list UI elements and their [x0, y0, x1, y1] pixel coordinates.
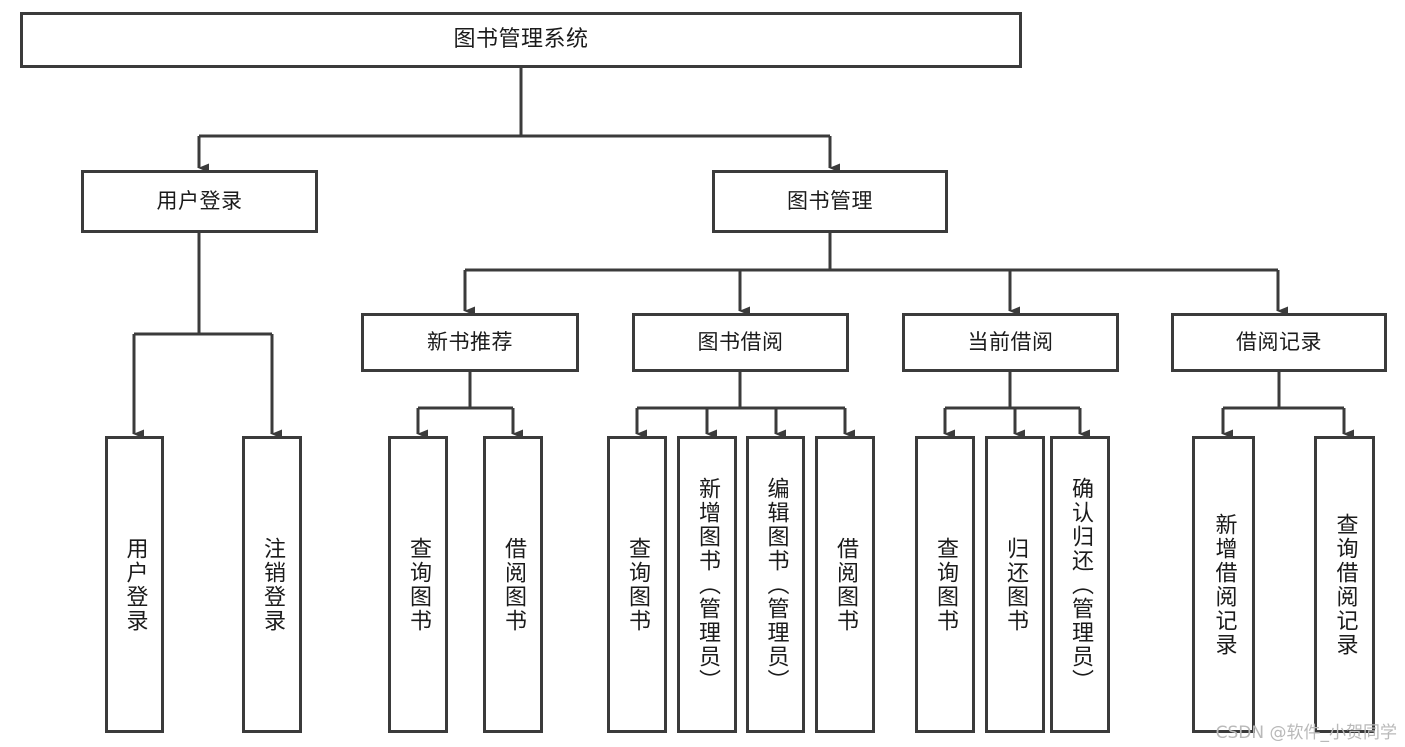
leaf-node[interactable]: 借阅图书 [483, 436, 543, 733]
connector-group [132, 68, 1354, 439]
leaf-node[interactable]: 查询图书 [388, 436, 448, 733]
node-book-management[interactable]: 图书管理 [712, 170, 948, 233]
leaf-node-label: 新增借阅记录 [1211, 512, 1237, 657]
leaf-node[interactable]: 归还图书 [985, 436, 1045, 733]
leaf-node[interactable]: 新增借阅记录 [1192, 436, 1255, 733]
leaf-node-label: 新增图书（管理员） [694, 476, 720, 693]
node-new-book-recommend-label: 新书推荐 [427, 329, 513, 354]
node-borrow-record-label: 借阅记录 [1236, 329, 1322, 354]
leaf-node[interactable]: 编辑图书（管理员） [746, 436, 805, 733]
node-book-borrow-label: 图书借阅 [697, 329, 784, 354]
node-user-login[interactable]: 用户登录 [81, 170, 318, 233]
leaf-node-label: 编辑图书（管理员） [763, 476, 789, 693]
leaf-node[interactable]: 借阅图书 [815, 436, 875, 733]
node-current-borrow-label: 当前借阅 [967, 329, 1054, 354]
node-book-management-label: 图书管理 [787, 188, 873, 213]
leaf-node[interactable]: 查询图书 [607, 436, 667, 733]
node-current-borrow[interactable]: 当前借阅 [902, 313, 1119, 372]
watermark-csdn: CSDN @软件_小贺同学 [1215, 723, 1397, 743]
leaf-node-label: 归还图书 [1002, 536, 1028, 633]
node-book-borrow[interactable]: 图书借阅 [632, 313, 849, 372]
leaf-node[interactable]: 用户登录 [105, 436, 164, 733]
node-new-book-recommend[interactable]: 新书推荐 [361, 313, 579, 372]
node-borrow-record[interactable]: 借阅记录 [1171, 313, 1387, 372]
node-user-login-label: 用户登录 [156, 188, 243, 213]
leaf-node-label: 借阅图书 [832, 536, 858, 633]
leaf-node[interactable]: 确认归还（管理员） [1050, 436, 1110, 733]
leaf-node-label: 注销登录 [259, 536, 285, 633]
leaf-node[interactable]: 注销登录 [242, 436, 302, 733]
leaf-node[interactable]: 查询图书 [915, 436, 975, 733]
leaf-node-label: 查询图书 [405, 536, 431, 633]
leaf-node-label: 查询图书 [624, 536, 650, 633]
node-root-label: 图书管理系统 [453, 26, 589, 52]
node-root[interactable]: 图书管理系统 [20, 12, 1022, 68]
leaf-node[interactable]: 查询借阅记录 [1314, 436, 1375, 733]
leaf-node-label: 查询图书 [932, 536, 958, 633]
leaf-node-label: 确认归还（管理员） [1067, 476, 1093, 693]
leaf-node-label: 借阅图书 [500, 536, 526, 633]
leaf-node-label: 查询借阅记录 [1332, 512, 1358, 657]
leaf-node-label: 用户登录 [122, 536, 148, 633]
leaf-node[interactable]: 新增图书（管理员） [677, 436, 737, 733]
